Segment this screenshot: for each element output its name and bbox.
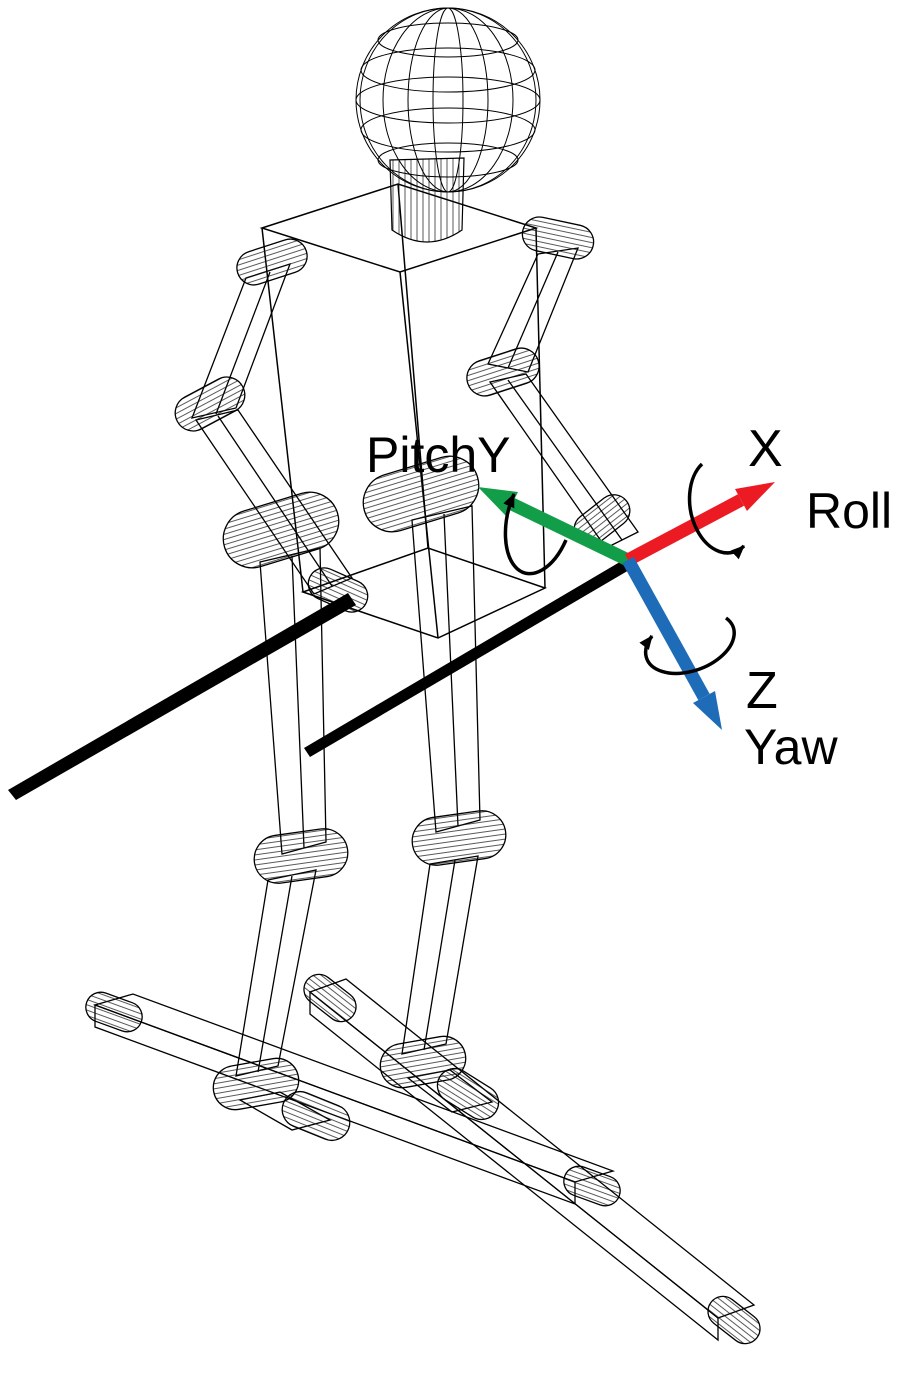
x-axis-label: X — [748, 420, 783, 478]
roll-rotation-arrow — [687, 462, 746, 560]
skier-hips — [222, 455, 480, 569]
skier-right-arm — [466, 216, 639, 549]
yaw-label: Yaw — [744, 719, 838, 775]
z-axis-arrowhead — [693, 691, 722, 730]
skier-neck — [389, 157, 465, 243]
skier-right-leg — [379, 505, 507, 1121]
y-axis-arrow — [509, 498, 631, 566]
ski-right — [303, 973, 761, 1345]
ski-left — [85, 991, 621, 1207]
ski-poles — [8, 556, 636, 800]
rotation-arrows — [503, 462, 746, 676]
pitch-rotation-arrow — [503, 493, 568, 576]
roll-label: Roll — [806, 483, 892, 539]
z-axis-arrow — [622, 556, 710, 701]
skier-head — [355, 7, 541, 193]
body-axes — [478, 482, 775, 730]
skier-left-leg — [212, 547, 351, 1142]
x-axis-arrow — [624, 494, 745, 566]
pole-left — [8, 593, 356, 800]
yaw-rotation-arrow — [639, 616, 736, 676]
z-axis-label: Z — [746, 662, 778, 720]
x-axis-arrowhead — [735, 482, 775, 511]
pitch-y-label: PitchY — [366, 427, 511, 483]
pole-right — [304, 556, 636, 757]
